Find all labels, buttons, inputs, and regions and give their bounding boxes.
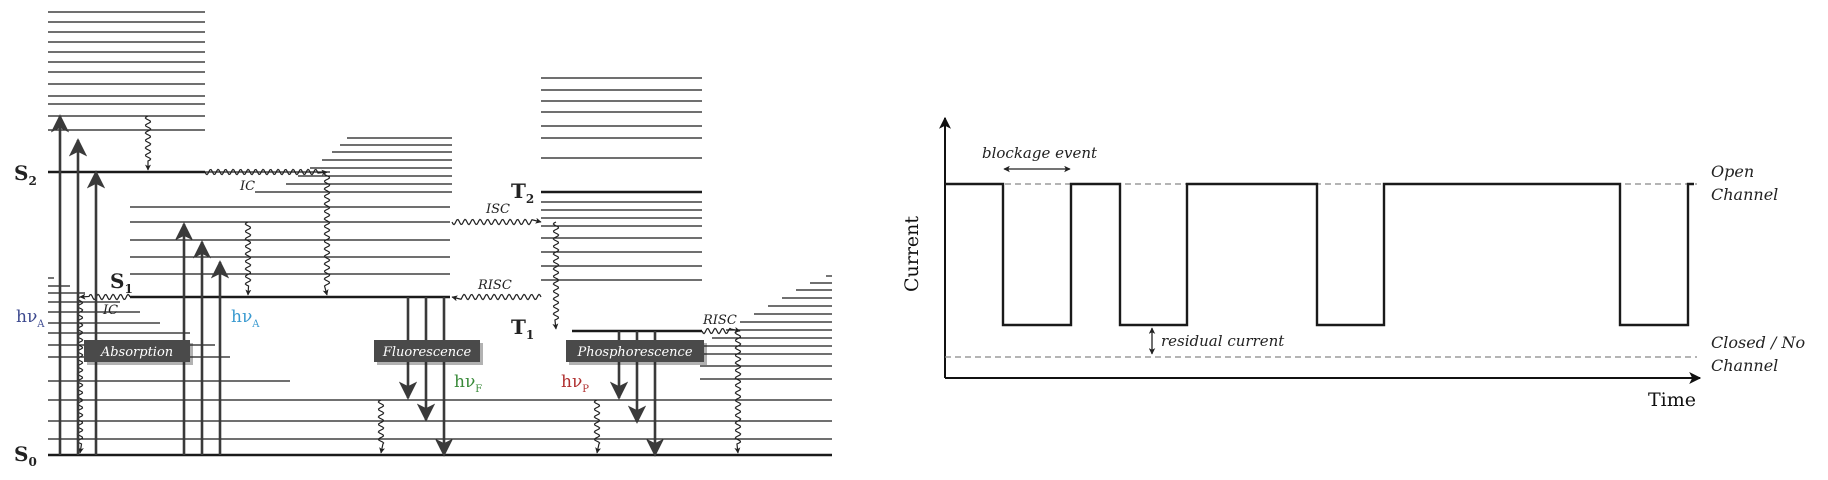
vibrational-relaxation-arrow: [593, 399, 602, 454]
vibrational-relaxation-arrow: [322, 171, 331, 296]
closed-channel-label: Closed / No Channel: [1711, 333, 1810, 375]
risc-label-lower: RISC: [702, 313, 737, 328]
ic-label-upper: IC: [239, 179, 255, 194]
blockage-label: blockage event: [982, 144, 1098, 162]
reverse-intersystem-crossing-arrow: [701, 326, 741, 335]
phosphorescence-box: Phosphorescence: [566, 340, 707, 365]
state-label-t1: T1: [511, 315, 534, 342]
vibrational-relaxation-arrow: [377, 399, 386, 454]
radiative-transitions: [50, 114, 665, 457]
risc-label-upper: RISC: [477, 278, 512, 293]
photon-label-hvp: hνP: [561, 372, 589, 395]
jablonski-diagram: Absorption Fluorescence Phosphorescence …: [14, 11, 832, 469]
vibrational-relaxation-arrow: [144, 115, 152, 171]
intersystem-crossing-arrow: [451, 217, 542, 226]
internal-conversion-arrow: [79, 293, 131, 301]
y-axis-label: Current: [901, 216, 923, 292]
internal-conversion-arrow: [204, 168, 328, 176]
absorption-label: Absorption: [100, 345, 173, 360]
state-label-t2: T2: [511, 179, 534, 206]
state-label-s0: S0: [14, 442, 37, 469]
vibrational-relaxation-arrow: [734, 330, 742, 454]
current-trace-plot: blockage event residual current Open Cha…: [901, 116, 1810, 411]
energy-levels: [48, 11, 832, 457]
fluorescence-label: Fluorescence: [382, 345, 472, 360]
state-label-s2: S2: [14, 161, 37, 188]
ic-label-lower: IC: [102, 303, 118, 318]
isc-label: ISC: [485, 202, 510, 217]
nonradiative-transitions: [76, 115, 742, 454]
current-signal: [945, 182, 1694, 327]
vibrational-relaxation-arrow: [244, 221, 252, 296]
residual-label: residual current: [1161, 332, 1285, 350]
x-axis-label: Time: [1648, 389, 1696, 411]
photon-label-hva-left: hνA: [16, 307, 45, 330]
photon-label-hvf: hνF: [454, 372, 482, 395]
photon-label-hva-mid: hνA: [231, 307, 260, 330]
absorption-box: Absorption: [84, 340, 193, 365]
reverse-intersystem-crossing-arrow: [451, 293, 542, 302]
state-label-s1: S1: [110, 269, 133, 296]
open-channel-label: Open Channel: [1711, 162, 1778, 204]
fluorescence-box: Fluorescence: [374, 340, 483, 365]
vibrational-relaxation-arrow: [552, 221, 560, 330]
phosphorescence-label: Phosphorescence: [576, 345, 692, 360]
